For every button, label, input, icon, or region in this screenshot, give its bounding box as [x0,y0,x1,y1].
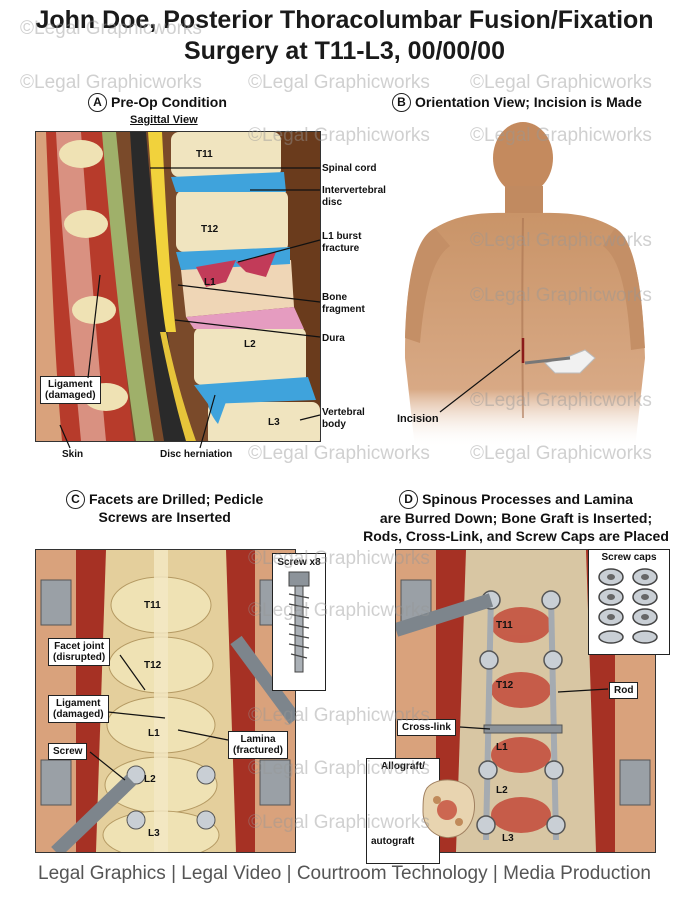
b-incision-label: Incision [397,413,439,425]
d-vertebra-t12: T12 [496,680,514,691]
a-vertebra-t12: T12 [201,224,219,235]
panel-d-title-2: are Burred Down; Bone Graft is Inserted; [379,510,653,526]
c-lamina-text-2: (fractured) [233,745,284,756]
d-vertebra-l2: L2 [496,785,508,796]
screw-caps-icon [598,568,658,644]
c-facet-label: Facet joint (disrupted) [48,638,111,666]
panel-b-letter: B [392,93,411,112]
footer-tagline: Legal Graphics | Legal Video | Courtroom… [38,863,651,884]
a-fragment-label-1: Bone [322,292,347,303]
sagittal-spine-drawing [36,132,320,441]
panel-a-letter: A [88,93,107,112]
page-title-line-1: John Doe, Posterior Thoracolumbar Fusion… [35,6,654,34]
d-vertebra-l3: L3 [502,833,514,844]
a-spinal-cord-label: Spinal cord [322,163,377,174]
d-graft-box: Allograft/ autograft [366,758,476,864]
a-vertebra-t11: T11 [196,149,213,160]
a-vertebra-l2: L2 [244,339,256,350]
d-vertebra-t11: T11 [496,620,513,631]
c-vertebra-l3: L3 [148,828,160,839]
a-vertebra-l1: L1 [204,277,216,288]
c-facet-text-2: (disrupted) [53,652,106,663]
a-fragment-label-2: fragment [322,304,365,315]
a-vertebral-label-1: Vertebral [322,407,365,418]
a-skin-label: Skin [62,449,84,460]
panel-d-title-1: Spinous Processes and Lamina [422,491,633,507]
a-fracture-label-1: L1 burst [322,231,362,242]
panel-a-subheading: Sagittal View [130,114,198,126]
panel-a-illustration: T11 T12 L1 L2 L3 [35,131,321,442]
a-disc-label-2: disc [322,197,343,208]
torso-drawing [405,122,645,448]
c-screw-box-label: Screw x8 [277,557,321,568]
a-fracture-label-2: fracture [322,243,360,254]
bone-graft-icon [422,779,476,838]
d-graft-text-1: Allograft/ [381,761,425,772]
page-title-line-2: Surgery at T11-L3, 00/00/00 [183,37,505,65]
d-caps-box: Screw caps [588,549,670,655]
d-caps-box-label: Screw caps [601,552,657,563]
a-vertebral-label-2: body [322,419,346,430]
a-disc-label-1: Intervertebral [322,185,386,196]
a-ligament-text-1: Ligament [48,379,93,390]
c-vertebra-t12: T12 [144,660,162,671]
panel-c-title-1: Facets are Drilled; Pedicle [89,491,264,507]
d-rod-label: Rod [609,682,639,699]
d-cross-link-label: Cross-link [397,719,456,736]
panel-b-title: Orientation View; Incision is Made [415,94,642,110]
panel-b-illustration [395,118,689,448]
d-graft-text-2: autograft [371,836,415,847]
c-lamina-text-1: Lamina [240,734,276,745]
c-facet-text-1: Facet joint [54,641,105,652]
c-screw-label: Screw [48,743,88,760]
c-vertebra-t11: T11 [144,600,161,611]
panel-a-title: Pre-Op Condition [111,94,227,110]
a-ligament-label: Ligament (damaged) [40,376,101,404]
c-lamina-label: Lamina (fractured) [228,731,289,759]
c-ligament-text-1: Ligament [56,698,101,709]
c-ligament-label: Ligament (damaged) [48,695,109,723]
a-vertebra-l3: L3 [268,417,280,428]
pedicle-screw-icon [288,571,310,673]
c-vertebra-l1: L1 [148,728,160,739]
c-vertebra-l2: L2 [144,774,156,785]
panel-c-letter: C [66,490,85,509]
c-ligament-text-2: (damaged) [53,709,104,720]
panel-d-title-3: Rods, Cross-Link, and Screw Caps are Pla… [363,528,669,544]
a-ligament-text-2: (damaged) [45,390,96,401]
d-vertebra-l1: L1 [496,742,508,753]
c-screw-box: Screw x8 [272,553,326,691]
a-dura-label: Dura [322,333,345,344]
a-herniation-label: Disc herniation [160,449,233,460]
panel-c-title-2: Screws are Inserted [98,509,231,525]
